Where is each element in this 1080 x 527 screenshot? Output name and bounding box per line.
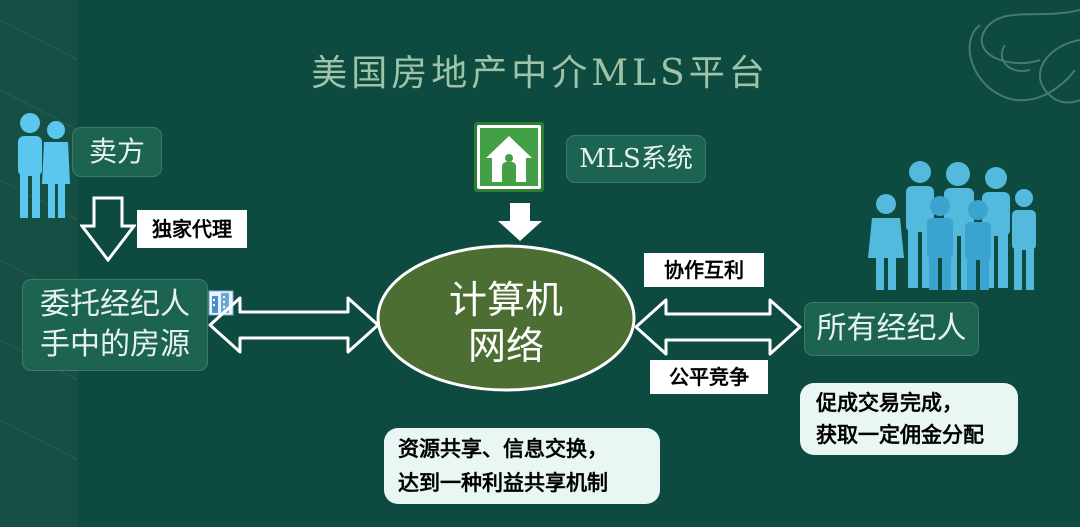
down-arrow-icon	[498, 203, 542, 241]
seller-label: 卖方	[88, 135, 145, 168]
down-arrow-icon	[80, 196, 136, 262]
cooperation-label: 协作互利	[644, 253, 764, 287]
crowd-people-icon	[868, 161, 1036, 290]
computer-network-label: 计算机 网络	[396, 277, 616, 369]
couple-people-icon	[18, 113, 70, 218]
mls-system-box: MLS系统	[566, 135, 706, 183]
all-agents-box: 所有经纪人	[804, 302, 979, 356]
center-note-line2: 达到一种利益共享机制	[398, 470, 608, 495]
network-label-line1: 计算机	[448, 278, 563, 322]
right-double-arrow-icon	[634, 298, 802, 356]
right-note-line2: 获取一定佣金分配	[816, 422, 984, 447]
fair-competition-label: 公平竞争	[650, 360, 768, 394]
listing-label-line2: 手中的房源	[40, 327, 190, 362]
seller-box: 卖方	[72, 127, 162, 177]
ornament-decoration	[968, 9, 1080, 104]
left-double-arrow-icon	[208, 296, 380, 354]
exclusive-agency-label: 独家代理	[137, 210, 247, 248]
resource-sharing-note: 资源共享、信息交换， 达到一种利益共享机制	[384, 428, 660, 504]
commission-note: 促成交易完成， 获取一定佣金分配	[800, 383, 1018, 455]
mls-system-label: MLS系统	[579, 144, 693, 174]
page-title: 美国房地产中介MLS平台	[311, 53, 769, 94]
listing-box: 委托经纪人 手中的房源	[22, 279, 208, 371]
right-note-line1: 促成交易完成，	[816, 390, 963, 415]
center-note-line1: 资源共享、信息交换，	[398, 436, 608, 461]
network-label-line2: 网络	[467, 324, 544, 368]
computer-network-ellipse	[376, 244, 636, 392]
all-agents-label: 所有经纪人	[816, 311, 967, 346]
listing-label-line1: 委托经纪人	[40, 287, 190, 322]
house-icon	[474, 122, 544, 192]
